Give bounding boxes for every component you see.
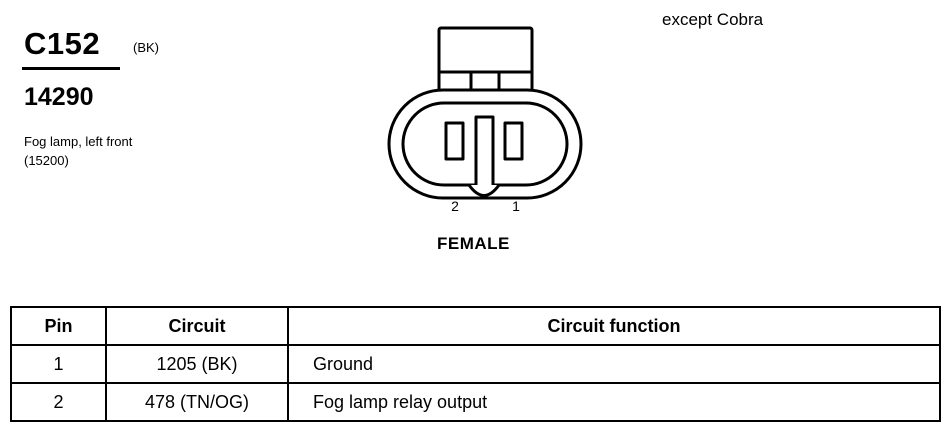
- pin-label-1: 1: [512, 198, 520, 214]
- header-pin: Pin: [10, 306, 107, 346]
- connector-description: Fog lamp, left front (15200): [24, 132, 132, 170]
- description-line-1: Fog lamp, left front: [24, 134, 133, 149]
- function-cell: Ground: [287, 344, 941, 384]
- pin-cell: 1: [10, 344, 107, 384]
- connector-id-underline: [22, 67, 120, 70]
- table-row: 2 478 (TN/OG) Fog lamp relay output: [10, 382, 941, 422]
- locking-tab: [437, 26, 534, 95]
- header-circuit: Circuit: [105, 306, 289, 346]
- connector-color-code: (BK): [133, 40, 159, 55]
- variant-note: except Cobra: [662, 10, 764, 29]
- pin-cell: 2: [10, 382, 107, 422]
- pin-2-cavity: [444, 121, 465, 161]
- pin-table-header: Pin Circuit Circuit function: [10, 306, 941, 346]
- function-cell: Fog lamp relay output: [287, 382, 941, 422]
- connector-id: C152: [24, 26, 101, 61]
- circuit-cell: 1205 (BK): [105, 344, 289, 384]
- pin-1-cavity: [503, 121, 524, 161]
- connector-face-drawing: 2 1: [387, 26, 583, 214]
- bottom-latch: [467, 184, 501, 197]
- description-line-2: (15200): [24, 153, 69, 168]
- polarization-key: [474, 115, 495, 193]
- pin-label-2: 2: [451, 198, 459, 214]
- table-row: 1 1205 (BK) Ground: [10, 344, 941, 384]
- pin-table: Pin Circuit Circuit function 1 1205 (BK)…: [10, 306, 941, 422]
- circuit-cell: 478 (TN/OG): [105, 382, 289, 422]
- part-number: 14290: [24, 83, 94, 111]
- header-circuit-function: Circuit function: [287, 306, 941, 346]
- connector-gender: FEMALE: [437, 234, 510, 253]
